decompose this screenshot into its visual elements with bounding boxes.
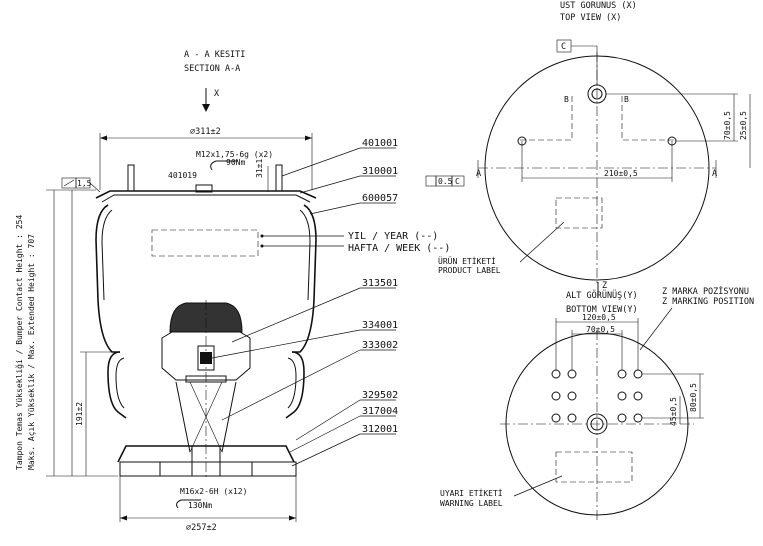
top-view: UST GORUNUS (X) TOP VIEW (X) C B B 210±0… [425, 1, 751, 298]
bottom-view-title-tr: ALT GÖRÜNÜŞ(Y) [566, 290, 638, 301]
warning-label-area [555, 451, 633, 483]
dim-80: 80±0,5 [689, 383, 698, 412]
part-number: 334001 [362, 320, 398, 331]
dim-31: 31±1 [255, 159, 264, 178]
product-label-area [555, 197, 603, 229]
view-letter-x: X [214, 89, 220, 99]
lower-lobe-left [107, 351, 127, 419]
section-title-tr: A - A KESITI [184, 50, 245, 60]
label-z: Z [602, 281, 607, 291]
label-b-left: B [564, 95, 569, 104]
bellows-left [95, 204, 120, 353]
center-hole [586, 413, 608, 435]
date-code-area [151, 229, 259, 257]
air-inlet [195, 184, 213, 193]
svg-text:C: C [561, 42, 566, 52]
dim-120: 120±0,5 [582, 313, 616, 322]
section-title-en: SECTION A-A [184, 64, 240, 74]
thread-top: M12x1,75-6g (x2) [196, 150, 273, 159]
label-b-right: B [624, 95, 629, 104]
base-nut [191, 445, 221, 477]
bellows-right [292, 204, 317, 353]
part-callouts: 401001 310001 600057 YIL / YEAR (--) HAF… [211, 138, 450, 467]
dim-25-top: 25±0,5 [739, 111, 748, 140]
torque-icon-top [210, 160, 238, 171]
top-plate [95, 190, 317, 199]
svg-text:C: C [455, 177, 460, 186]
product-label-en: PRODUCT LABEL [438, 266, 501, 275]
product-label-tr: ÜRÜN ETİKETİ [438, 256, 496, 266]
bottom-view: ALT GÖRÜNÜŞ(Y) BOTTOM VIEW(Y) Z MARKA PO… [440, 286, 754, 520]
part-number: 600057 [362, 193, 398, 204]
dim-210: 210±0,5 [604, 169, 638, 178]
bottom-view-title-en: BOTTOM VIEW(Y) [566, 305, 638, 315]
part-number: 310001 [362, 166, 398, 177]
label-a-left: A [476, 169, 481, 179]
z-marking-en: Z MARKING POSITION [662, 297, 754, 307]
part-number: 317004 [362, 406, 398, 417]
torque-icon-bottom [176, 499, 201, 509]
top-view-title-tr: UST GORUNUS (X) [560, 1, 637, 11]
flatness-value: 1,5 [77, 179, 92, 188]
date-week: HAFTA / WEEK (--) [348, 243, 450, 254]
part-number: 333002 [362, 340, 398, 351]
section-view: A - A KESITI SECTION A-A X ⌀311±2 M12x1,… [15, 50, 450, 533]
part-401019: 401019 [168, 171, 197, 180]
base-plate [119, 461, 297, 477]
vertical-label-1: Tampon Temas Yüksekliği / Bumper Contact… [15, 215, 24, 470]
torque-bottom: 130Nm [188, 501, 212, 510]
dim-191: 191±2 [75, 402, 84, 426]
date-year: YIL / YEAR (--) [348, 231, 438, 242]
svg-text:0.5: 0.5 [438, 177, 453, 186]
label-a-right: A [712, 169, 717, 179]
diameter-bottom: ⌀257±2 [186, 523, 217, 533]
warning-label-en: WARNING LABEL [440, 499, 503, 508]
part-number: 401001 [362, 138, 398, 149]
part-number: 313501 [362, 278, 398, 289]
stud-right [275, 164, 283, 192]
warning-label-tr: UYARI ETİKETİ [440, 488, 503, 498]
z-marking-tr: Z MARKA POZİSYONU [662, 286, 749, 297]
thread-bottom: M16x2-6H (x12) [180, 487, 247, 496]
dim-70-bottom: 70±0,5 [586, 325, 615, 334]
vertical-label-2: Maks. Açık Yükseklik / Max. Extended Hei… [27, 234, 36, 470]
bumper [169, 302, 243, 333]
dim-70-top: 70±0,5 [723, 111, 732, 140]
diameter-top: ⌀311±2 [190, 127, 221, 137]
part-number: 329502 [362, 390, 398, 401]
stud-left [127, 164, 135, 192]
view-arrow-head [202, 104, 210, 112]
dim-45: 45±0,5 [669, 397, 678, 426]
part-number: 312001 [362, 424, 398, 435]
piston-head [161, 331, 251, 381]
top-view-title-en: TOP VIEW (X) [560, 13, 621, 23]
lower-lobe-right [285, 351, 305, 419]
torque-top: 90Nm [226, 158, 245, 167]
